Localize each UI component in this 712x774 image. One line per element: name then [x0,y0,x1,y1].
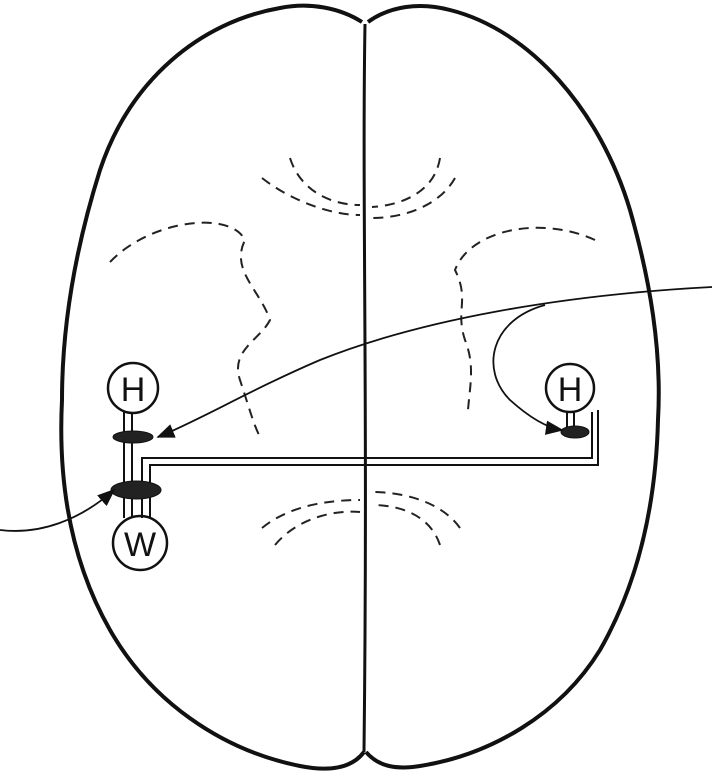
stimulation-ring-lower-left [110,480,162,500]
left-electrode-w: W [111,514,169,572]
electrode-wires [123,410,599,518]
label-h-left: H [121,371,146,409]
label-h-right: H [558,371,583,409]
arrow-to-left-lower-ring [0,488,116,532]
arrow-to-right-ring [492,304,564,435]
stimulation-ring-right [560,425,590,439]
right-hemisphere-outline [364,4,661,770]
right-electrode-h: H [544,362,596,414]
stimulation-ring-upper-left [112,430,154,444]
label-w: W [124,526,156,564]
dashed-structures [109,157,596,546]
arrow-to-left-upper-ring [156,286,712,438]
left-electrode-h: H [106,361,160,415]
longitudinal-fissure [362,23,367,753]
left-hemisphere-outline [59,3,366,771]
arrows [0,286,712,532]
